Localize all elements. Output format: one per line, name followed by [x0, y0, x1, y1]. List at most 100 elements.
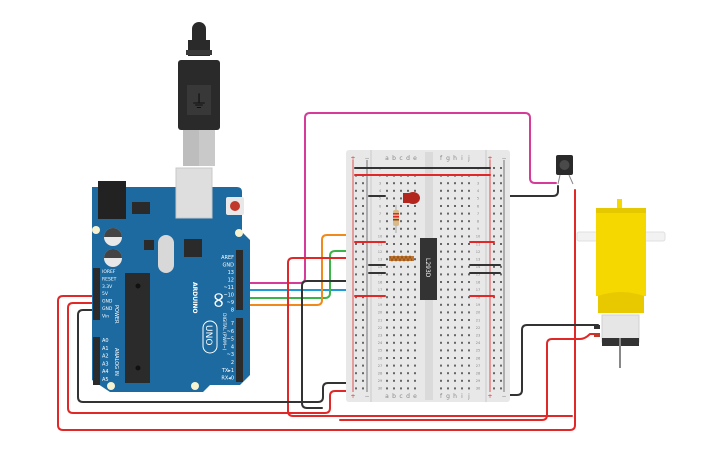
breadboard-hole[interactable] [407, 311, 409, 314]
l293d-chip[interactable] [420, 238, 437, 300]
breadboard-hole[interactable] [454, 182, 456, 185]
breadboard-hole[interactable] [440, 326, 442, 329]
rail-hole[interactable] [355, 311, 357, 314]
rail-hole[interactable] [500, 227, 502, 230]
breadboard-hole[interactable] [386, 364, 388, 367]
rail-hole[interactable] [493, 372, 495, 375]
breadboard-hole[interactable] [440, 349, 442, 352]
breadboard-hole[interactable] [386, 296, 388, 299]
breadboard-hole[interactable] [468, 182, 470, 185]
breadboard-hole[interactable] [414, 243, 416, 245]
breadboard-hole[interactable] [447, 379, 449, 382]
rail-hole[interactable] [362, 387, 364, 390]
wire-black-motor[interactable] [429, 324, 599, 396]
breadboard-hole[interactable] [447, 258, 449, 261]
breadboard-hole[interactable] [468, 311, 470, 314]
breadboard-hole[interactable] [461, 349, 463, 352]
breadboard-hole[interactable] [414, 364, 416, 367]
breadboard-hole[interactable] [386, 273, 388, 276]
rail-hole[interactable] [493, 296, 495, 299]
rail-hole[interactable] [362, 227, 364, 230]
usb-cable[interactable]: ⏚ [178, 22, 220, 166]
rail-hole[interactable] [493, 364, 495, 367]
breadboard-hole[interactable] [468, 334, 470, 337]
rail-hole[interactable] [493, 212, 495, 215]
rail-hole[interactable] [500, 364, 502, 367]
breadboard-hole[interactable] [454, 265, 456, 268]
rail-hole[interactable] [493, 379, 495, 382]
breadboard-hole[interactable] [454, 250, 456, 253]
rail-hole[interactable] [355, 334, 357, 337]
breadboard-hole[interactable] [386, 357, 388, 359]
breadboard-hole[interactable] [454, 357, 456, 359]
breadboard-hole[interactable] [461, 334, 463, 337]
breadboard-hole[interactable] [447, 288, 449, 291]
breadboard-hole[interactable] [461, 364, 463, 367]
wire-black-gnd[interactable] [301, 280, 391, 409]
breadboard-hole[interactable] [407, 212, 409, 215]
rail-hole[interactable] [355, 182, 357, 185]
breadboard-hole[interactable] [386, 235, 388, 238]
rail-hole[interactable] [362, 341, 364, 344]
breadboard-hole[interactable] [414, 387, 416, 390]
rail-hole[interactable] [355, 265, 357, 268]
rail-hole[interactable] [493, 189, 495, 192]
breadboard-hole[interactable] [407, 288, 409, 291]
wire-red-motor[interactable] [339, 333, 599, 421]
rail-hole[interactable] [500, 326, 502, 329]
rail-hole[interactable] [500, 311, 502, 314]
breadboard-hole[interactable] [447, 205, 449, 207]
rail-hole[interactable] [362, 349, 364, 352]
rail-hole[interactable] [500, 288, 502, 291]
rail-hole[interactable] [493, 341, 495, 344]
breadboard-hole[interactable] [440, 303, 442, 306]
breadboard-hole[interactable] [461, 372, 463, 375]
breadboard-hole[interactable] [468, 303, 470, 306]
breadboard-hole[interactable] [386, 243, 388, 245]
breadboard-hole[interactable] [393, 357, 395, 359]
breadboard-hole[interactable] [454, 303, 456, 306]
breadboard-hole[interactable] [414, 379, 416, 382]
rail-hole[interactable] [362, 334, 364, 337]
breadboard-hole[interactable] [468, 235, 470, 238]
breadboard-hole[interactable] [440, 265, 442, 268]
breadboard-hole[interactable] [468, 288, 470, 291]
breadboard-hole[interactable] [414, 205, 416, 207]
breadboard-hole[interactable] [454, 311, 456, 314]
breadboard-hole[interactable] [400, 379, 402, 382]
breadboard-hole[interactable] [407, 227, 409, 230]
rail-hole[interactable] [355, 387, 357, 390]
breadboard-hole[interactable] [400, 387, 402, 390]
breadboard-hole[interactable] [454, 319, 456, 321]
breadboard-hole[interactable] [414, 334, 416, 337]
breadboard-hole[interactable] [454, 387, 456, 390]
breadboard-hole[interactable] [447, 220, 449, 223]
breadboard-hole[interactable] [414, 235, 416, 238]
breadboard-hole[interactable] [447, 341, 449, 344]
rail-hole[interactable] [500, 250, 502, 253]
breadboard-hole[interactable] [400, 349, 402, 352]
breadboard-hole[interactable] [386, 189, 388, 192]
breadboard-hole[interactable] [407, 250, 409, 253]
breadboard-hole[interactable] [407, 349, 409, 352]
breadboard-hole[interactable] [400, 273, 402, 276]
breadboard-hole[interactable] [468, 220, 470, 223]
breadboard-hole[interactable] [468, 379, 470, 382]
breadboard-hole[interactable] [407, 205, 409, 207]
breadboard-hole[interactable] [393, 387, 395, 390]
rail-hole[interactable] [355, 273, 357, 276]
rail-hole[interactable] [500, 303, 502, 306]
breadboard-hole[interactable] [468, 189, 470, 192]
breadboard-hole[interactable] [461, 243, 463, 245]
breadboard-hole[interactable] [447, 265, 449, 268]
rail-hole[interactable] [355, 212, 357, 215]
breadboard-hole[interactable] [414, 357, 416, 359]
breadboard-hole[interactable] [440, 311, 442, 314]
breadboard-hole[interactable] [414, 189, 416, 192]
rail-hole[interactable] [493, 349, 495, 352]
breadboard-hole[interactable] [386, 303, 388, 306]
breadboard-hole[interactable] [407, 281, 409, 283]
rail-hole[interactable] [493, 311, 495, 314]
breadboard-hole[interactable] [447, 250, 449, 253]
